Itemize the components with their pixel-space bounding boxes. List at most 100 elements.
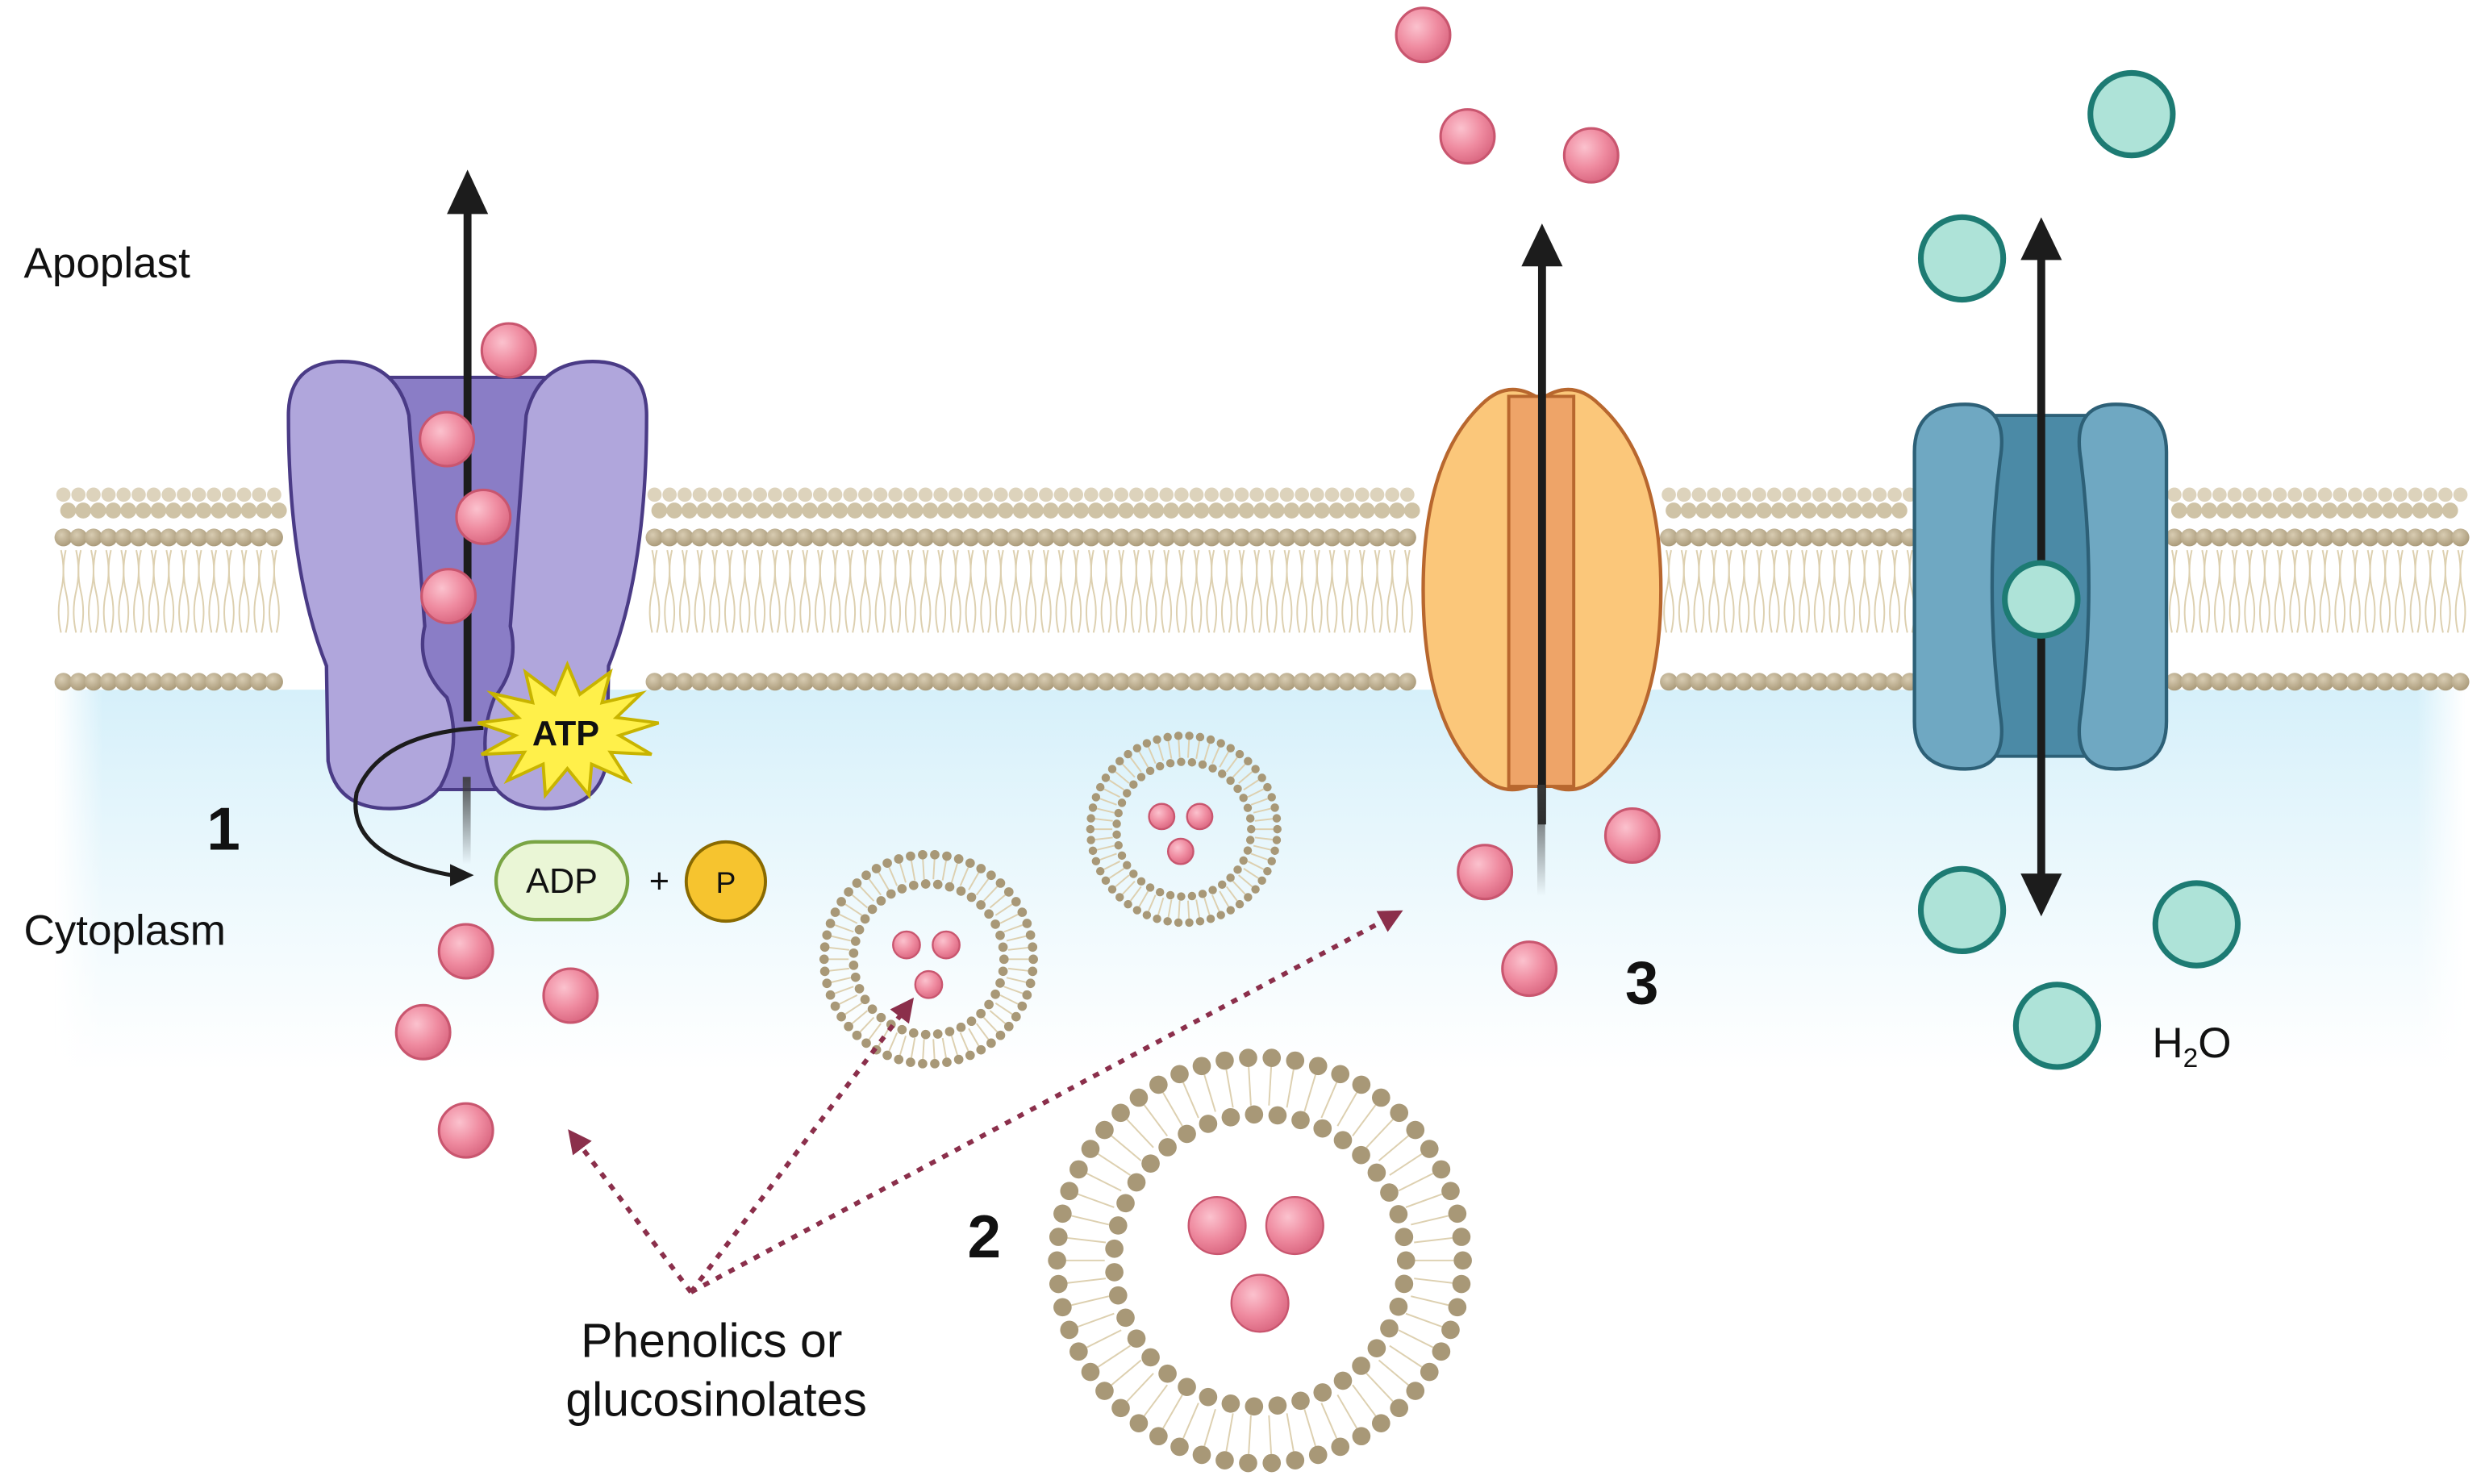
lipid-head (771, 502, 788, 519)
lipid-head (1857, 487, 1872, 502)
lipid-tail (62, 549, 69, 633)
lipid-head (1053, 487, 1069, 502)
lipid-head (1313, 502, 1330, 519)
water-label-h: H (2152, 1019, 2183, 1067)
lipid-head (2396, 502, 2413, 519)
lipid-head (977, 528, 995, 547)
carrier-arrow-head (1521, 223, 1563, 267)
lipid-head (1786, 502, 1803, 519)
lipid-tail (2369, 549, 2376, 633)
lipid-tail (739, 549, 746, 633)
lipid-tail (904, 549, 911, 633)
lipid-head (2441, 502, 2458, 519)
lipid-head (1148, 502, 1165, 519)
lipid-tail (193, 549, 200, 633)
lipid-head (811, 673, 829, 691)
lipid-tail (137, 549, 144, 633)
lipid-tail (1768, 549, 1775, 633)
lipid-head (1398, 528, 1416, 547)
lipid-tail (1190, 549, 1198, 633)
lipid-head (177, 487, 191, 502)
lipid-tail (648, 549, 656, 633)
lipid-head (1355, 487, 1370, 502)
lipid-head (828, 487, 843, 502)
lipid-tail (227, 549, 235, 633)
lipid-head (235, 528, 253, 547)
lipid-tail (1401, 549, 1408, 633)
lipid-head (1368, 528, 1386, 547)
lipid-head (2225, 673, 2244, 691)
lipid-head (1174, 487, 1189, 502)
lipid-tail (2244, 549, 2251, 633)
lipid-head (2182, 487, 2197, 502)
lipid-head (765, 528, 784, 547)
lipid-head (2393, 487, 2408, 502)
lipid-head (903, 487, 918, 502)
lipid-tail (2324, 549, 2331, 633)
lipid-head (2321, 502, 2338, 519)
lipid-head (1084, 487, 1099, 502)
lipid-tail (1120, 549, 1128, 633)
lipid-head (736, 673, 754, 691)
lipid-head (922, 502, 939, 519)
lipid-head (2186, 502, 2203, 519)
lipid-head (651, 502, 668, 519)
lipid-head (1172, 528, 1190, 547)
lipid-head (1660, 673, 1678, 691)
lipid-head (1741, 502, 1757, 519)
lipid-head (1711, 502, 1727, 519)
lipid-head (841, 528, 860, 547)
lipid-head (816, 502, 833, 519)
lipid-tail (2218, 549, 2225, 633)
lipid-tail (2399, 549, 2406, 633)
lipid-head (2427, 502, 2443, 519)
lipid-head (916, 528, 935, 547)
lipid-head (1825, 673, 1844, 691)
lipid-head (2210, 528, 2229, 547)
lipid-tail (1386, 549, 1394, 633)
lipid-head (236, 487, 252, 502)
lipid-head (2300, 673, 2319, 691)
lipid-head (1069, 487, 1084, 502)
lipid-head (782, 487, 798, 502)
lipid-head (1752, 487, 1766, 502)
lipid-tail (1296, 549, 1303, 633)
lipid-head (1132, 502, 1149, 519)
lipid-tail (834, 549, 841, 633)
lipid-tail (804, 549, 811, 633)
lipid-head (2170, 502, 2187, 519)
lipid-head (2361, 673, 2379, 691)
lipid-tail (1346, 549, 1353, 633)
lipid-head (1187, 673, 1206, 691)
water-molecule-icon (1917, 214, 2007, 303)
lipid-tail (1878, 549, 1886, 633)
lipid-head (2246, 502, 2262, 519)
lipid-tail (2425, 549, 2432, 633)
lipid-tail (980, 549, 987, 633)
lipid-head (2412, 502, 2429, 519)
water-molecule-icon (2087, 69, 2176, 159)
lipid-head (1872, 487, 1887, 502)
lipid-head (1887, 487, 1902, 502)
lipid-head (826, 673, 844, 691)
vesicle-icon (1086, 732, 1282, 928)
lipid-head (2195, 673, 2214, 691)
lipid-head (1163, 502, 1179, 519)
lipid-head (2333, 487, 2348, 502)
lipid-head (888, 487, 903, 502)
lipid-tail (949, 549, 957, 633)
lipid-head (1007, 528, 1025, 547)
lipid-head (1248, 673, 1266, 691)
lipid-tail (769, 549, 776, 633)
compound-source-line2: glucosinolates (565, 1374, 867, 1426)
lipid-head (1780, 673, 1799, 691)
lipid-tail (1090, 549, 1097, 633)
lipid-head (2378, 487, 2393, 502)
lipid-head (99, 673, 118, 691)
lipid-tail (1833, 549, 1841, 633)
lipid-head (2201, 502, 2217, 519)
lipid-tail (678, 549, 686, 633)
lipid-tail (1803, 549, 1810, 633)
lipid-tail (664, 549, 671, 633)
lipid-tail (1165, 549, 1173, 633)
